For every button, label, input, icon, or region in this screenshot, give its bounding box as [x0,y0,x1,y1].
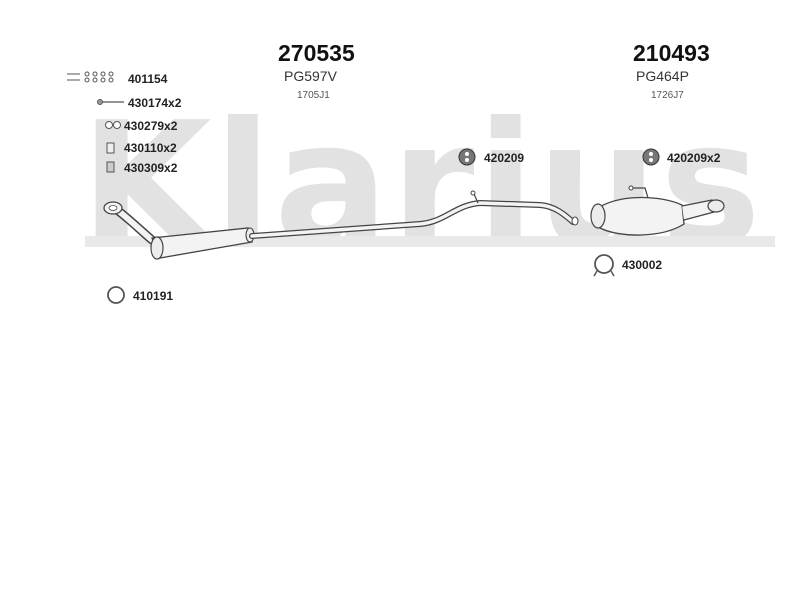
fitting-label: 430002 [622,258,663,272]
bolts-icon [67,71,114,83]
rubber-mount-icon [642,148,660,166]
fitting-label: 410191 [133,289,174,303]
watermark-underline [85,236,775,247]
fitting-label: 420209 [484,151,525,165]
stud-icon [106,161,115,173]
rubber-mount-icon [458,148,476,166]
middle-pipe [249,190,579,239]
part-number-rear: 210493 [633,40,710,66]
part-ref-front: PG597V [284,68,337,84]
bolt-icon [97,99,124,105]
part-ref-rear: PG464P [636,68,689,84]
fitting-label: 401154 [128,72,168,86]
washer-icon [106,142,115,154]
part-number-front: 270535 [278,40,355,66]
rear-silencer [590,185,725,236]
fitting-label: 430110x2 [124,141,177,155]
part-code-rear: 1726J7 [651,90,684,101]
fitting-label: 430309x2 [124,161,178,175]
fitting-label: 430279x2 [124,119,178,133]
front-silencer [150,227,255,260]
fitting-label: 420209x2 [667,151,721,165]
gasket-ring-icon [107,286,125,304]
front-pipe [103,201,157,245]
clamp-icon [593,254,615,277]
part-code-front: 1705J1 [297,90,330,101]
fitting-label: 430174x2 [128,96,182,110]
nut-icon [105,121,121,129]
